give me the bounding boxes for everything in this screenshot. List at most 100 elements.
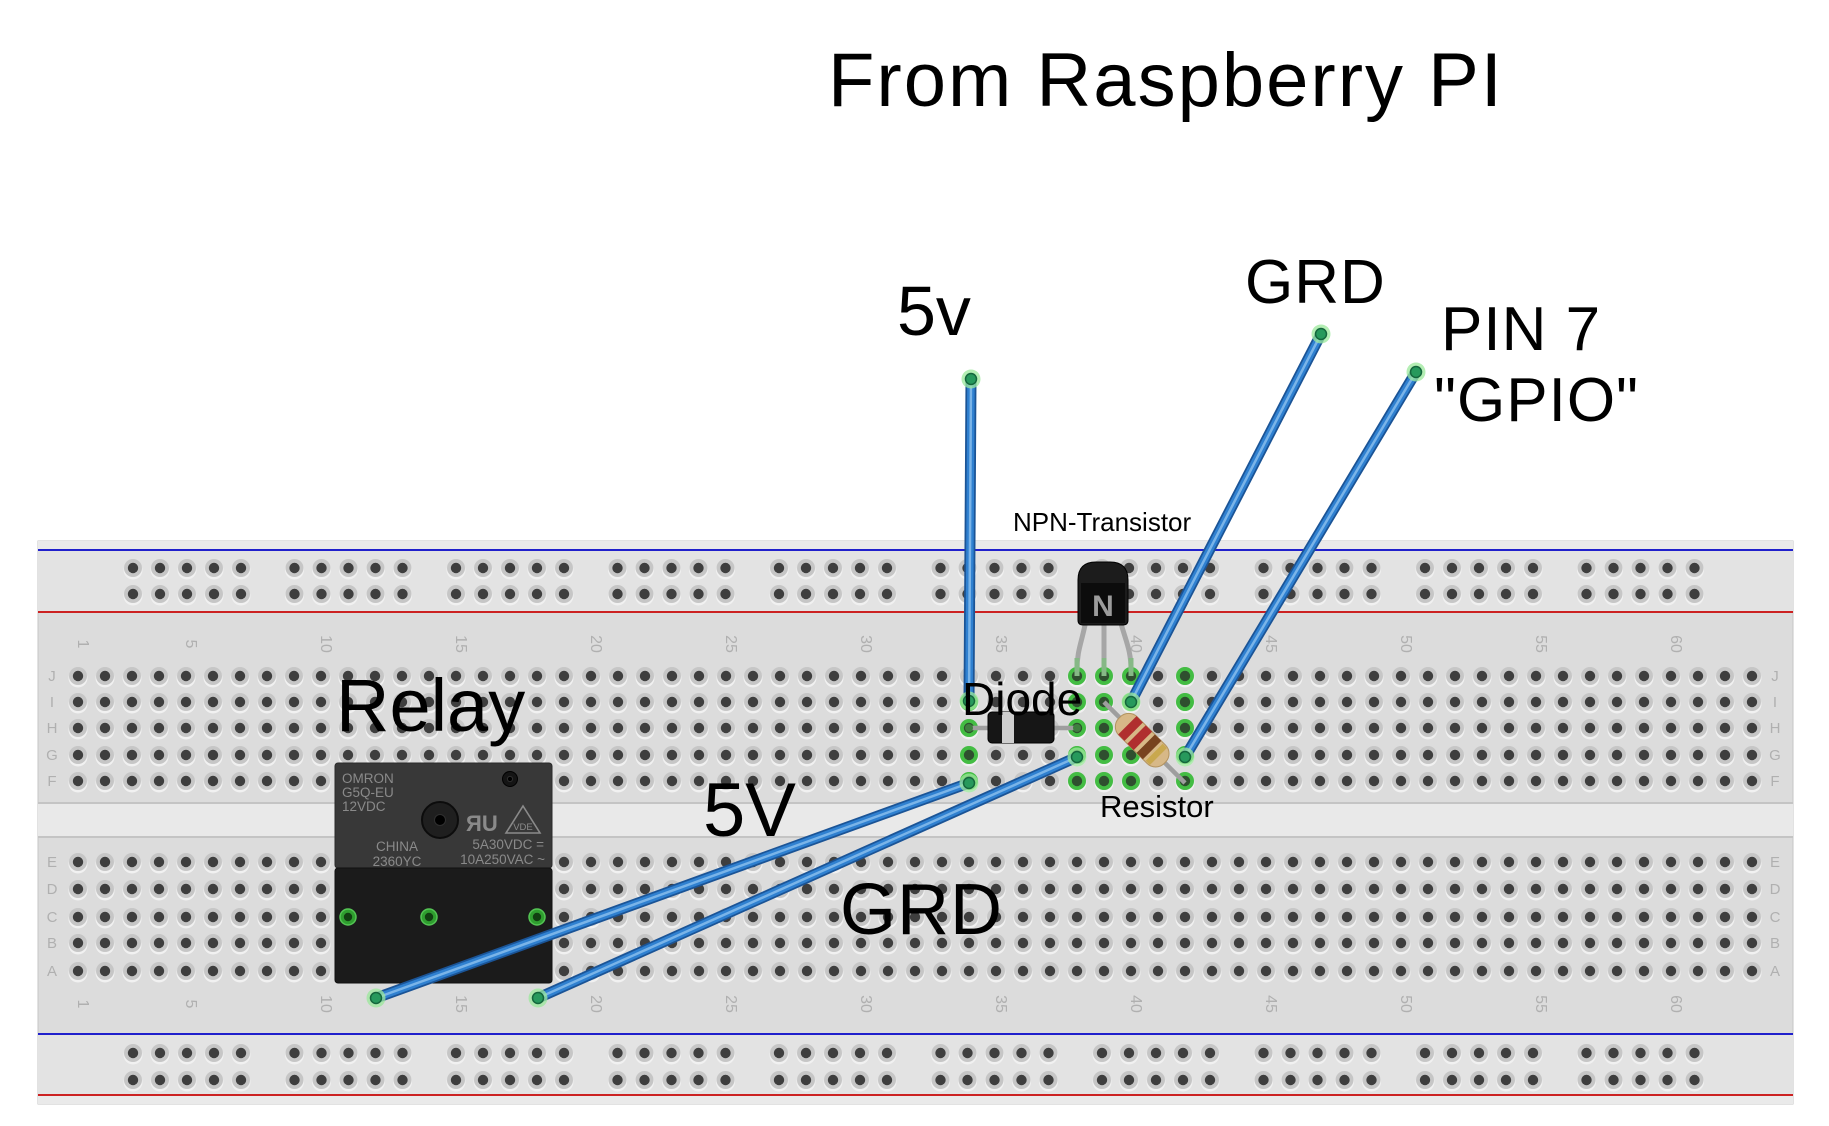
relay-body-bottom[interactable]: [334, 867, 553, 984]
relay-pins[interactable]: [339, 908, 546, 926]
diode-cathode-band: [1002, 712, 1014, 743]
relay-ac-rating-text: 10A250VAC ~: [460, 852, 545, 867]
npn-transistor-component[interactable]: N: [1074, 561, 1134, 676]
wire-tip[interactable]: [962, 776, 976, 790]
label-5v-top: 5v: [897, 272, 971, 350]
column-number-1: 1: [74, 1000, 91, 1009]
wire-tip[interactable]: [369, 991, 383, 1005]
column-number-30: 30: [857, 635, 874, 653]
wire-tip[interactable]: [531, 991, 545, 1005]
row-letter-J: J: [1771, 668, 1779, 685]
column-number-10: 10: [317, 995, 334, 1013]
resistor-band-red: [1127, 725, 1153, 751]
breadboard: [37, 540, 1794, 1105]
wire-tip[interactable]: [964, 372, 978, 386]
row-letter-F: F: [1770, 773, 1779, 790]
wire-tip[interactable]: [1178, 750, 1192, 764]
label-grd-bottom: GRD: [840, 870, 1003, 950]
column-number-35: 35: [992, 635, 1009, 653]
row-letter-D: D: [1770, 881, 1781, 898]
row-letter-I: I: [1773, 694, 1777, 711]
column-number-25: 25: [722, 995, 739, 1013]
relay-ul-mark: ЯU: [466, 811, 498, 836]
column-number-5: 5: [182, 1000, 199, 1009]
label-gpio: "GPIO": [1434, 366, 1640, 435]
row-letter-B: B: [1770, 935, 1780, 952]
label-diode: Diode: [962, 673, 1083, 725]
row-letter-E: E: [1770, 854, 1780, 871]
column-number-20: 20: [587, 995, 604, 1013]
row-letter-B: B: [47, 935, 57, 952]
column-number-30: 30: [857, 995, 874, 1013]
column-number-35: 35: [992, 995, 1009, 1013]
row-letter-H: H: [1770, 720, 1781, 737]
column-number-45: 45: [1262, 635, 1279, 653]
wire-grd-to-pi[interactable]: [1125, 328, 1327, 708]
relay-brand-text: OMRON: [342, 771, 394, 786]
column-number-45: 45: [1262, 995, 1279, 1013]
label-npn-transistor: NPN-Transistor: [1013, 507, 1192, 537]
diode-lead-tip: [965, 724, 973, 732]
row-letter-I: I: [50, 694, 54, 711]
row-letter-H: H: [47, 720, 58, 737]
relay-coil-voltage-text: 12VDC: [342, 799, 386, 814]
relay-origin-text: CHINA: [376, 839, 418, 854]
column-number-5: 5: [182, 640, 199, 649]
wire-tip[interactable]: [1314, 327, 1328, 341]
resistor-band-gold: [1145, 743, 1167, 765]
wire-tip[interactable]: [1124, 695, 1138, 709]
row-letter-A: A: [1770, 963, 1780, 980]
relay-pin-center: [343, 912, 353, 922]
transistor-body-letter: N: [1092, 590, 1114, 623]
relay-dc-rating-text: 5A30VDC =: [472, 837, 544, 852]
wire-tip[interactable]: [962, 694, 976, 708]
label-5v-bottom: 5V: [703, 768, 796, 853]
row-letter-E: E: [47, 854, 57, 871]
row-letter-J: J: [48, 668, 56, 685]
column-number-20: 20: [587, 635, 604, 653]
label-resistor: Resistor: [1100, 789, 1214, 824]
resistor-band-red: [1118, 716, 1143, 741]
column-number-60: 60: [1667, 995, 1684, 1013]
title: From Raspberry PI: [828, 38, 1504, 123]
relay-pin-center: [424, 912, 434, 922]
wire-tip[interactable]: [1070, 750, 1084, 764]
label-grd-top: GRD: [1245, 248, 1386, 317]
row-letter-G: G: [46, 747, 58, 764]
column-number-50: 50: [1397, 995, 1414, 1013]
column-number-40: 40: [1127, 635, 1144, 653]
relay-vde-mark: VDE: [513, 822, 533, 833]
transistor-face: [1081, 583, 1125, 623]
row-letter-A: A: [47, 963, 57, 980]
row-letter-D: D: [47, 881, 58, 898]
row-letter-C: C: [47, 909, 58, 926]
diode-component[interactable]: [965, 711, 1081, 744]
wire-5v-to-relay[interactable]: [370, 777, 975, 1004]
relay-pin-center: [532, 912, 542, 922]
relay-batch-text: 2360YC: [373, 854, 422, 869]
resistor-band-brown: [1136, 734, 1162, 760]
column-number-60: 60: [1667, 635, 1684, 653]
column-number-55: 55: [1532, 995, 1549, 1013]
column-number-15: 15: [452, 635, 469, 653]
wire-5v-supply[interactable]: [963, 373, 977, 707]
relay-screw-dot: [506, 775, 514, 783]
column-number-40: 40: [1127, 995, 1144, 1013]
column-number-55: 55: [1532, 635, 1549, 653]
column-number-1: 1: [74, 640, 91, 649]
column-number-50: 50: [1397, 635, 1414, 653]
column-number-15: 15: [452, 995, 469, 1013]
wire-grd-to-relay[interactable]: [532, 751, 1083, 1004]
row-letter-F: F: [47, 773, 56, 790]
wire-tip[interactable]: [1409, 365, 1423, 379]
wire-pin7-gpio[interactable]: [1179, 366, 1422, 763]
label-relay: Relay: [336, 664, 526, 747]
row-letter-C: C: [1770, 909, 1781, 926]
relay-model-text: G5Q-EU: [342, 785, 394, 800]
resistor-component[interactable]: [1102, 700, 1187, 785]
relay-actuator-dot: [434, 814, 446, 826]
label-pin7: PIN 7: [1441, 295, 1602, 364]
diode-lead-tip: [1073, 724, 1081, 732]
column-number-10: 10: [317, 635, 334, 653]
